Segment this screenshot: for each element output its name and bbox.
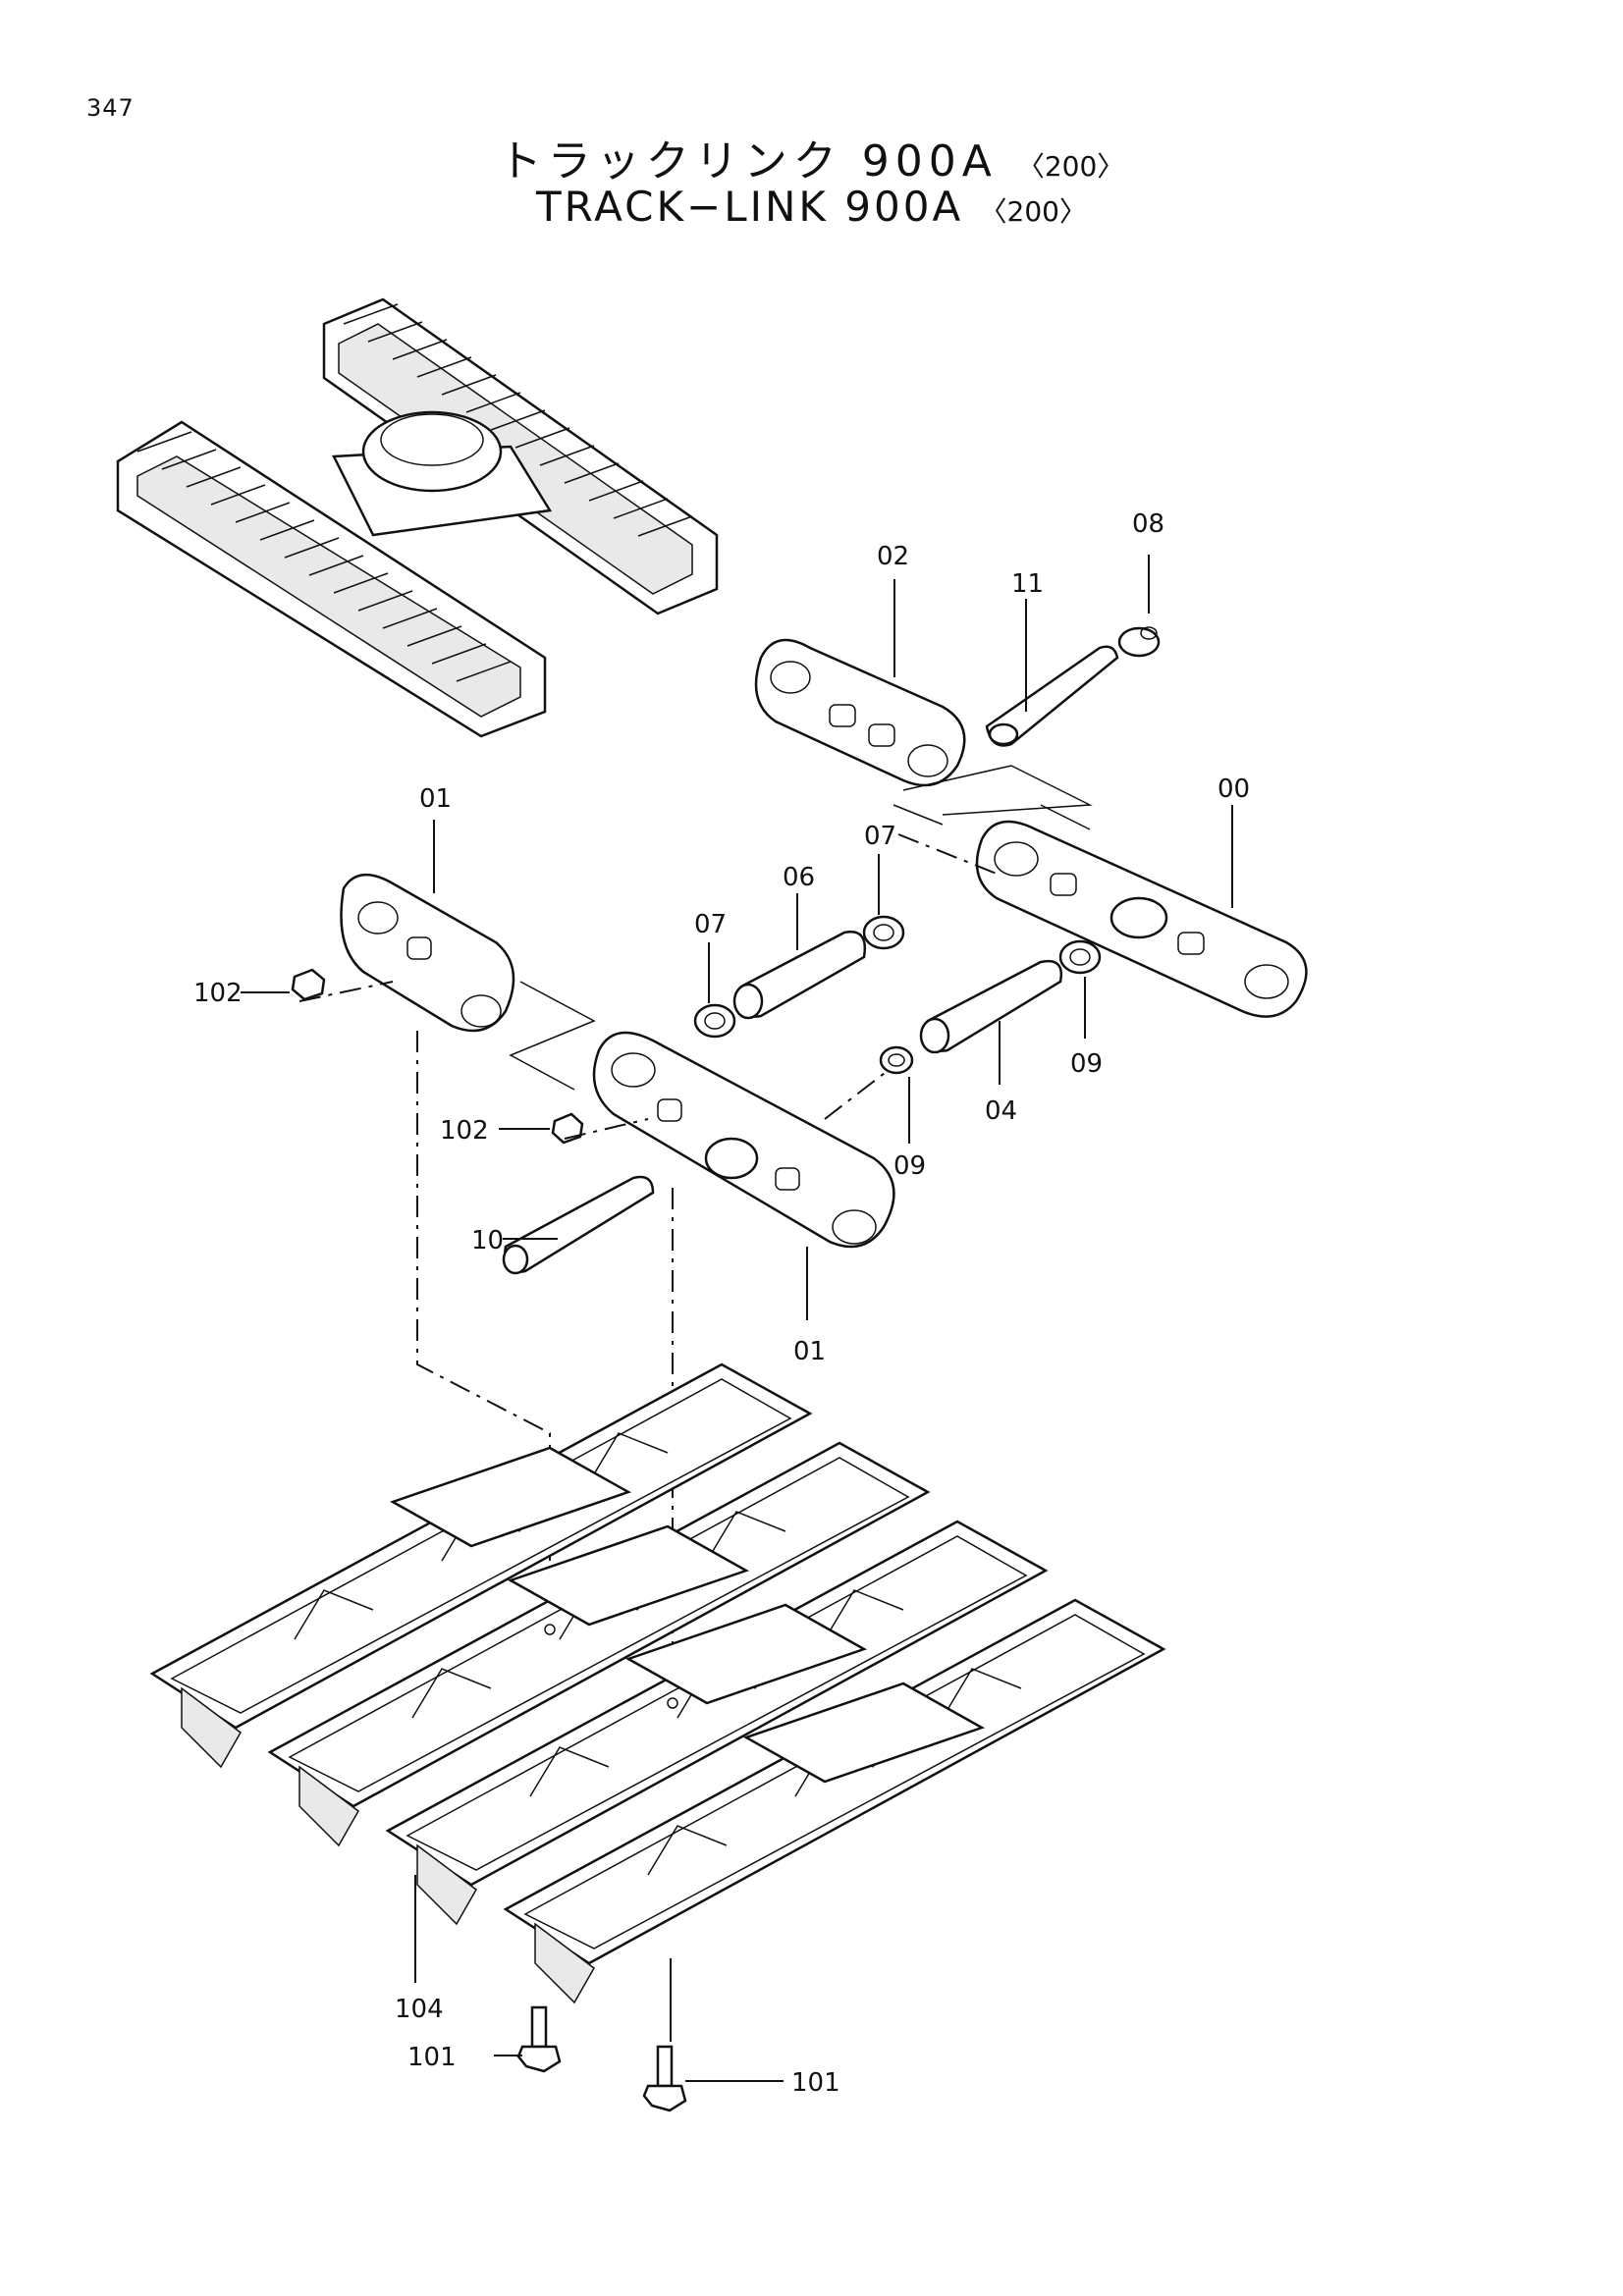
crawler-track-front: [116, 420, 547, 738]
callout-06: 06: [783, 863, 815, 892]
callout-102-lower: 102: [440, 1116, 489, 1146]
track-shoe-104-set: [149, 1362, 1166, 2004]
callout-102-upper: 102: [193, 979, 243, 1008]
title-japanese-main: トラックリンク 900A: [498, 136, 998, 187]
track-pin-10: [502, 1175, 655, 1275]
callout-09-left: 09: [893, 1151, 926, 1181]
title-english-main: TRACK−LINK 900A: [536, 183, 964, 231]
callout-07-right: 07: [864, 822, 896, 851]
undercarriage-overview-illustration: [116, 297, 719, 738]
callout-10: 10: [471, 1226, 504, 1255]
seal-09-right: [1058, 939, 1102, 975]
title-english: TRACK−LINK 900A 〈200〉: [0, 183, 1623, 231]
callout-101-left: 101: [407, 2043, 457, 2072]
master-pin-11: [985, 645, 1119, 747]
swing-bearing: [361, 410, 503, 493]
callout-104: 104: [395, 1995, 444, 2024]
callout-11: 11: [1011, 569, 1044, 599]
callout-01-bottom: 01: [793, 1337, 826, 1366]
callout-04: 04: [985, 1096, 1017, 1126]
track-link-02: [754, 638, 1093, 816]
bolt-101-left: [516, 2005, 562, 2073]
seal-09-left: [879, 1045, 914, 1075]
track-link-00: [975, 820, 1308, 1018]
nut-102-upper: [291, 968, 326, 1001]
seal-07-right: [862, 915, 905, 950]
callout-01-top: 01: [419, 784, 452, 814]
callout-101-right: 101: [791, 2068, 840, 2098]
callout-labels: 08 02 11 00 01 102 07 06 07 09 04 09 102…: [193, 509, 1250, 2098]
title-japanese: トラックリンク 900A 〈200〉: [0, 126, 1623, 188]
track-link-01-lower: [592, 1031, 895, 1249]
bushing-04: [919, 959, 1063, 1054]
page-number: 347: [86, 94, 135, 122]
bolt-101-right: [642, 2045, 687, 2112]
title-japanese-sub: 〈200〉: [1016, 150, 1125, 183]
callout-02: 02: [877, 542, 909, 571]
callout-07-left: 07: [694, 910, 727, 939]
callout-00: 00: [1217, 774, 1250, 804]
title-english-sub: 〈200〉: [979, 195, 1087, 228]
callout-09-right: 09: [1070, 1049, 1103, 1079]
track-shoe-2: [267, 1441, 931, 1847]
snap-ring-08: [1117, 626, 1161, 658]
callout-08: 08: [1132, 509, 1164, 539]
track-link-01-upper: [340, 874, 515, 1033]
seal-07-left: [693, 1003, 736, 1039]
leader-lines: [241, 555, 1233, 2082]
bushing-06: [732, 931, 867, 1020]
